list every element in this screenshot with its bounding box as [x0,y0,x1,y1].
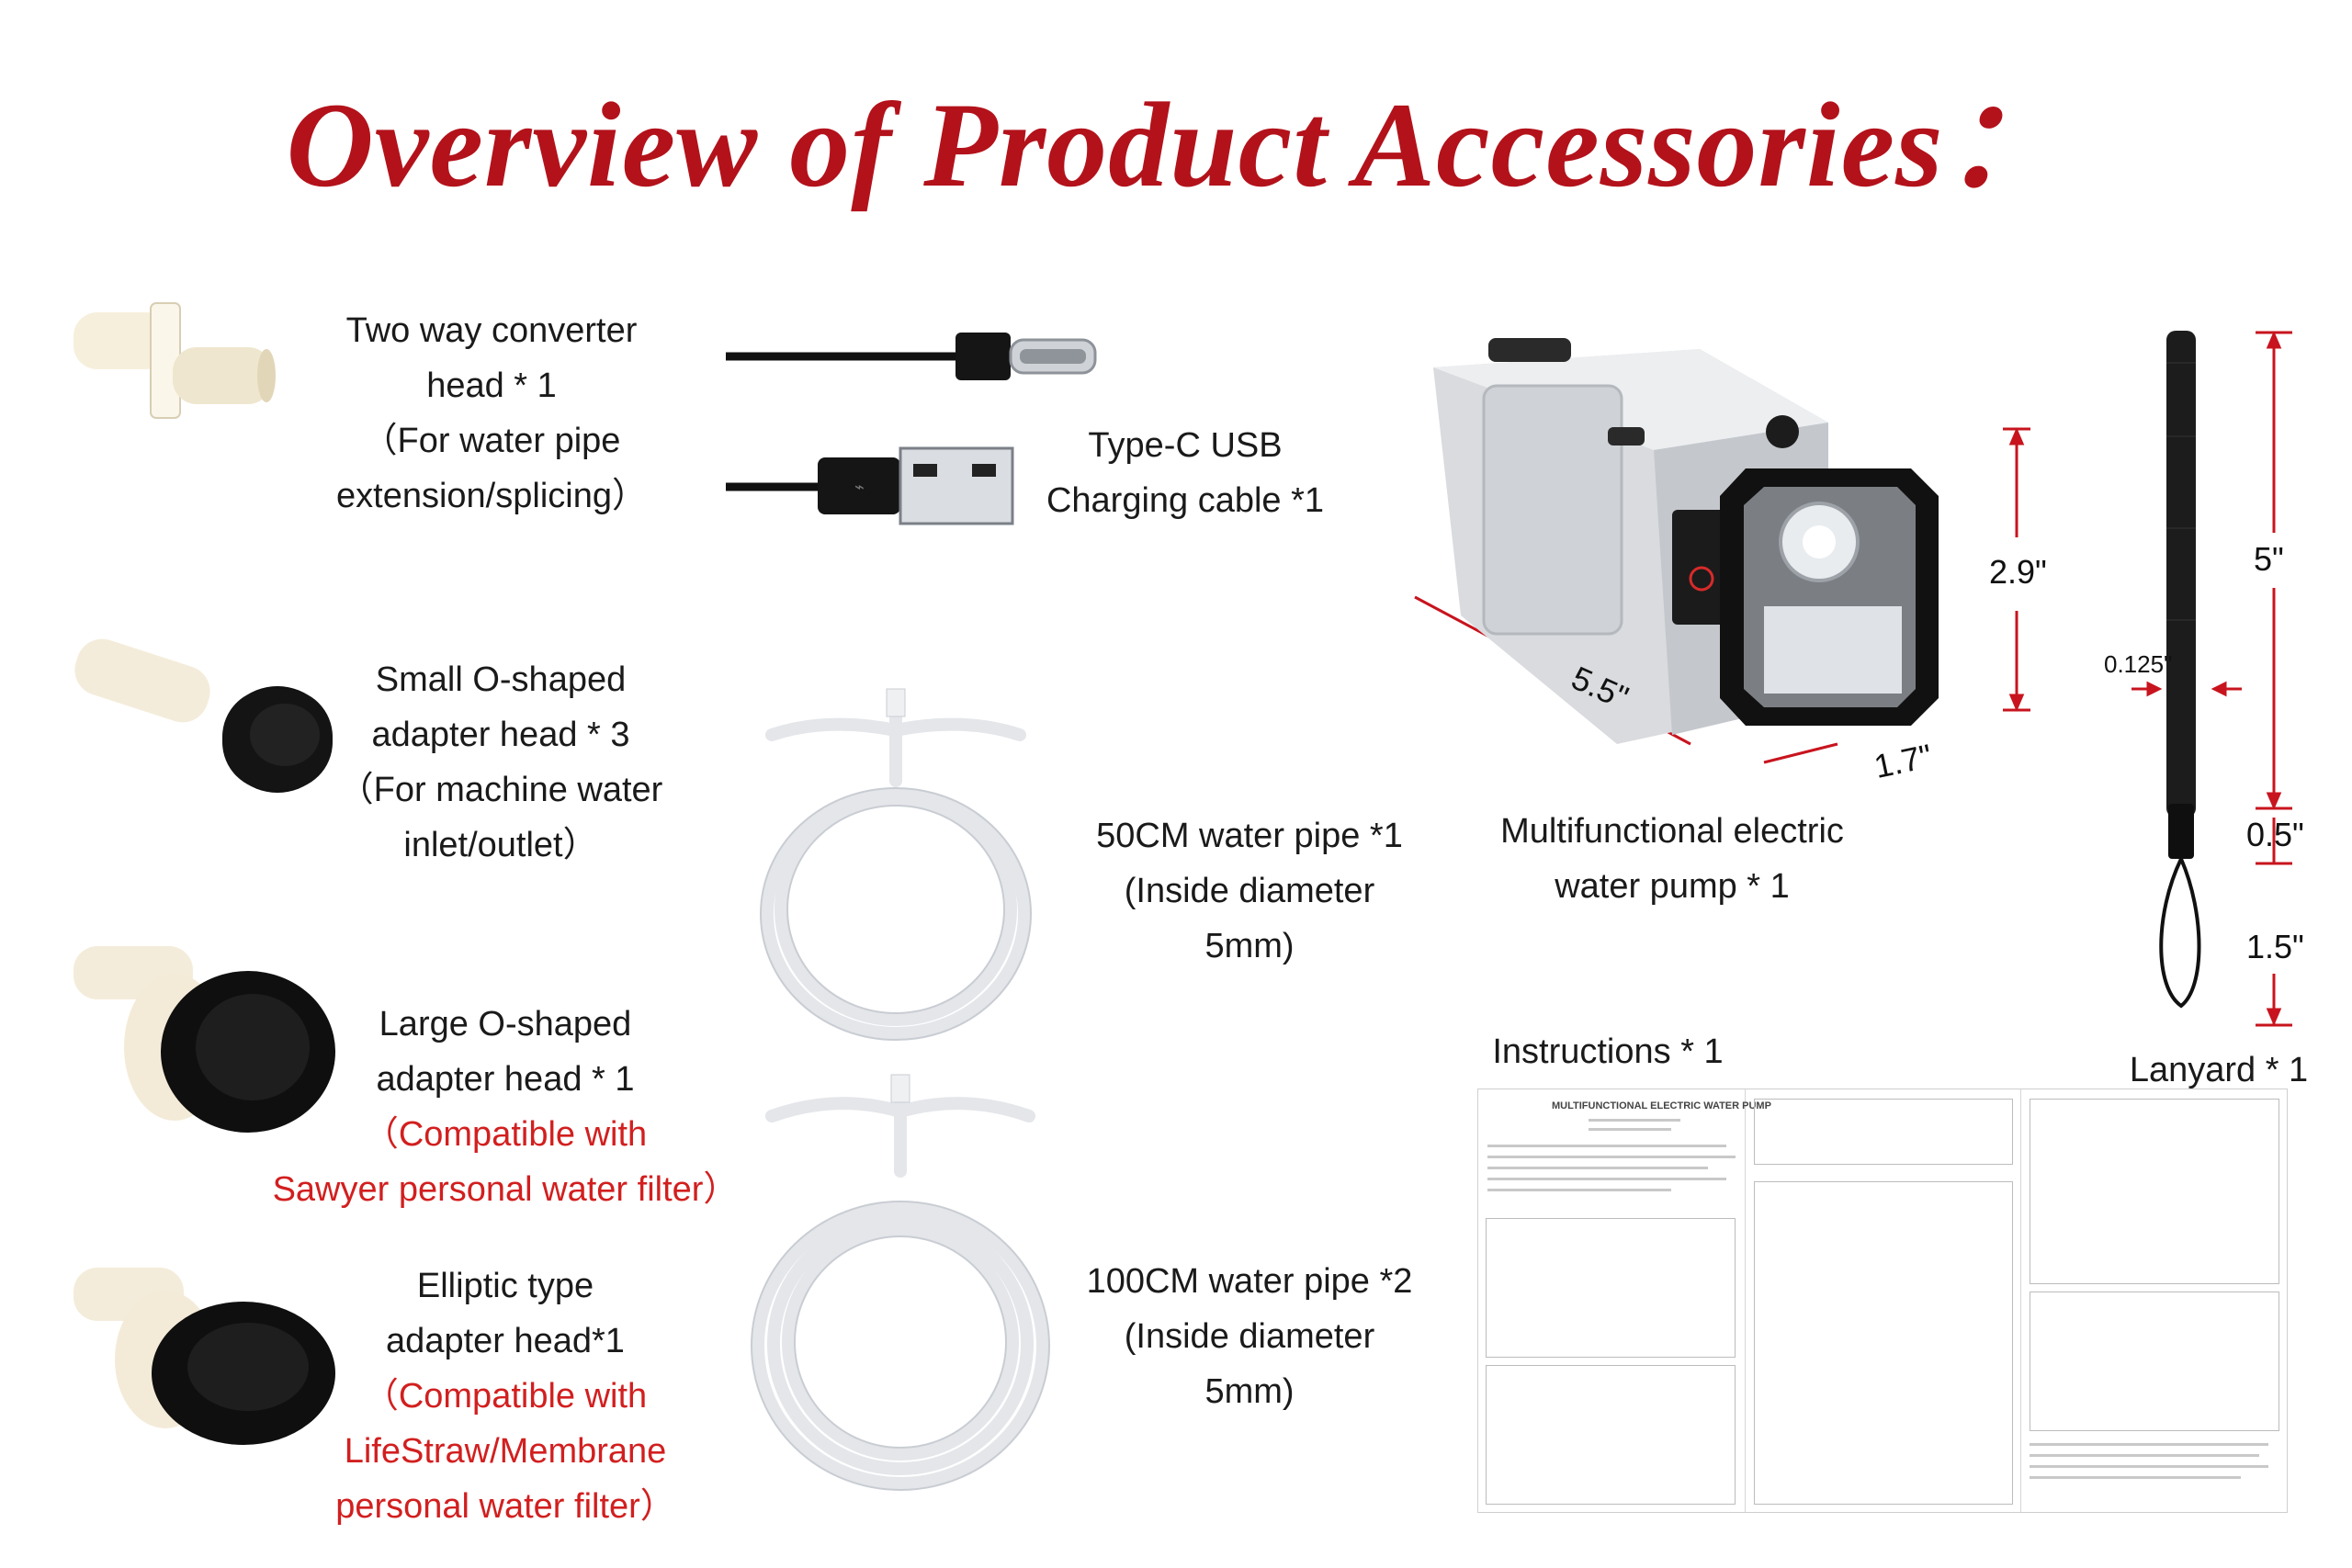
pipe-50cm-image [760,688,1032,1041]
page-title: Overview of Product Accessories： [286,77,2066,212]
large-o-adapter-image [74,946,335,1133]
doc-title: MULTIFUNCTIONAL ELECTRIC WATER PUMP [1552,1100,1771,1111]
converter-head-label: Two way converter head * 1 （For water pi… [336,311,647,515]
pipe-50cm-label: 50CM water pipe *1 (Inside diameter 5mm) [1096,817,1403,965]
lanyard-width-arrows [2132,681,2242,697]
lanyard-clip-dimension: 0.5" [2246,816,2304,853]
svg-text:⌁: ⌁ [854,478,865,497]
converter-head-image [74,302,276,419]
usb-cable-label: Type-C USB Charging cable *1 [1046,426,1325,520]
pump-height-arrow [2003,427,2030,712]
instructions-document: MULTIFUNCTIONAL ELECTRIC WATER PUMP [1477,1089,2288,1513]
large-o-adapter-label: Large O-shaped adapter head * 1 （Compati… [272,1005,739,1209]
pipe-100cm-image [751,1074,1050,1491]
lanyard-dimension-arrows [2256,331,2292,1027]
lanyard-width-dimension: 0.125" [2104,650,2173,678]
elliptic-adapter-label: Elliptic type adapter head*1 （Compatible… [335,1267,675,1526]
small-o-adapter-image [74,638,333,793]
usb-cable-image: ⌁ [726,333,1097,525]
pipe-100cm-label: 100CM water pipe *2 (Inside diameter 5mm… [1086,1262,1413,1411]
lanyard-total-dimension: 5" [2254,540,2284,578]
elliptic-adapter-image [74,1268,335,1445]
water-pump-label: Multifunctional electric water pump * 1 [1500,812,1844,906]
lanyard-loop-dimension: 1.5" [2246,928,2304,965]
water-pump-image [1414,338,1939,764]
instructions-label: Instructions * 1 [1492,1032,1724,1071]
lanyard-label: Lanyard * 1 [2129,1051,2309,1089]
lanyard-image [2159,331,2201,1009]
pump-height-dimension: 2.9" [1989,553,2047,591]
small-o-adapter-label: Small O-shaped adapter head * 3 （For mac… [338,660,663,864]
